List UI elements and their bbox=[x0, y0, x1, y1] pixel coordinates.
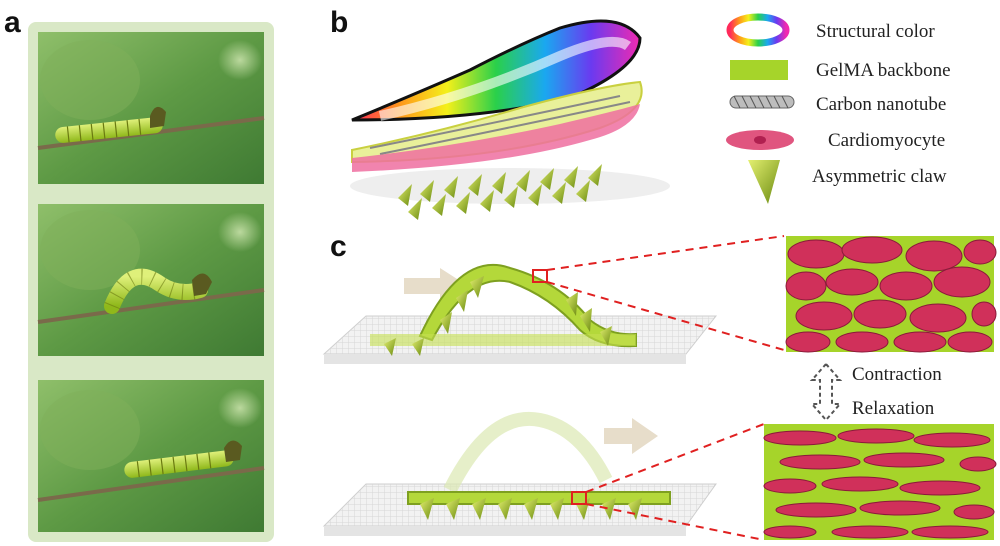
gelma-swatch bbox=[730, 60, 788, 80]
robot-arched bbox=[370, 263, 637, 356]
legend-carbon-nanotube: Carbon nanotube bbox=[729, 94, 946, 115]
nanotube-layer bbox=[369, 95, 631, 155]
caterpillar-frame-1 bbox=[37, 32, 265, 184]
motion-arrow-bottom bbox=[604, 418, 658, 454]
contracted-robot-stage bbox=[322, 235, 785, 364]
legend-gelma-backbone: GelMA backbone bbox=[730, 60, 951, 81]
claw-row bbox=[398, 164, 602, 220]
zoom-box-top bbox=[532, 269, 548, 283]
robot-flat bbox=[407, 491, 671, 520]
caterpillar-arched bbox=[104, 268, 212, 314]
legend-label-carbon-nanotube: Carbon nanotube bbox=[816, 94, 946, 115]
ghost-arch bbox=[443, 411, 613, 494]
legend-cardiomyocyte: Cardiomyocyte bbox=[726, 130, 945, 151]
zoom-tissue-relaxed bbox=[763, 424, 997, 540]
relaxation-label: Relaxation bbox=[852, 398, 935, 419]
panel-c-label: c bbox=[330, 230, 347, 263]
relaxed-robot-stage bbox=[322, 411, 765, 541]
caterpillar-extended bbox=[124, 440, 242, 478]
legend-label-asymmetric-claw: Asymmetric claw bbox=[812, 166, 947, 187]
zoom-tissue-contracted bbox=[785, 236, 997, 353]
claw-swatch bbox=[748, 160, 780, 204]
legend-label-gelma-backbone: GelMA backbone bbox=[816, 60, 951, 81]
contraction-relaxation-indicator: Contraction Relaxation bbox=[809, 362, 942, 422]
zoom-box-bottom bbox=[571, 491, 587, 505]
zoom-line-top-1 bbox=[546, 235, 785, 271]
zoom-line-bottom-2 bbox=[585, 503, 765, 541]
legend: Structural color GelMA backbone Carbon n… bbox=[726, 13, 951, 204]
legend-asymmetric-claw: Asymmetric claw bbox=[748, 160, 947, 204]
legend-structural-color: Structural color bbox=[726, 13, 935, 47]
panel-a-label: a bbox=[4, 6, 21, 39]
legend-label-structural-color: Structural color bbox=[816, 21, 935, 42]
double-arrow-icon bbox=[809, 362, 843, 422]
caterpillar-straight bbox=[55, 106, 166, 143]
legend-label-cardiomyocyte: Cardiomyocyte bbox=[828, 130, 945, 151]
contraction-label: Contraction bbox=[852, 364, 942, 385]
panel-b-label: b bbox=[330, 6, 348, 39]
zoom-line-bottom-1 bbox=[585, 423, 765, 493]
cardiomyocyte-layer bbox=[352, 104, 640, 172]
structural-color-swatch bbox=[726, 13, 790, 47]
layered-robot-schematic bbox=[350, 19, 670, 220]
caterpillar-frame-2 bbox=[37, 204, 265, 356]
caterpillar-frame-3 bbox=[37, 380, 265, 532]
